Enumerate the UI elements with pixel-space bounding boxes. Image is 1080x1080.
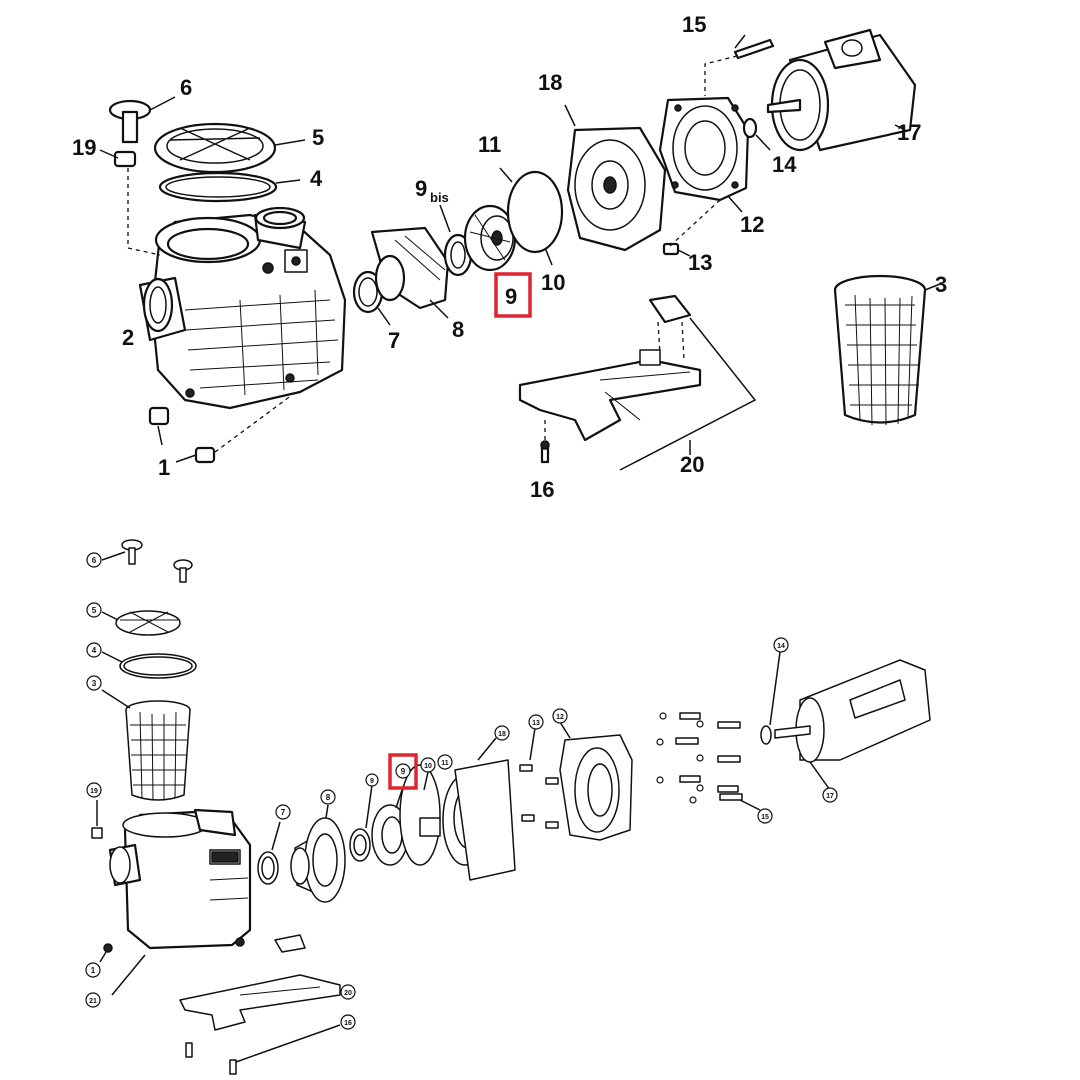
label-part-16: 16 [530, 477, 554, 502]
callout-19: 19 [90, 788, 98, 795]
top-exploded-view: 6 19 5 4 2 1 7 8 9 bis 11 10 9 18 15 14 … [72, 12, 947, 502]
label-part-4: 4 [310, 166, 323, 191]
label-part-14: 14 [772, 152, 797, 177]
highlight-box-callout-9 [388, 753, 418, 790]
base-drawing-small [179, 934, 345, 1075]
top-callout-labels: 6 19 5 4 2 1 7 8 9 bis 11 10 9 18 15 14 … [72, 12, 947, 502]
callout-10: 10 [424, 763, 432, 770]
diffuser-drawing [352, 226, 450, 326]
strainer-basket-drawing-small [101, 689, 191, 801]
lid-drawing-small [101, 610, 197, 679]
label-part-9: 9 [505, 284, 517, 309]
motor-drawing-small [656, 651, 931, 811]
callout-8: 8 [326, 793, 331, 802]
motor-bracket-drawing-small [519, 721, 633, 841]
label-part-7: 7 [388, 328, 400, 353]
label-part-3: 3 [935, 272, 947, 297]
callout-4: 4 [92, 646, 97, 655]
strainer-basket-drawing [833, 274, 941, 426]
impeller-drawing-small [349, 737, 516, 881]
diffuser-drawing-small [257, 804, 346, 903]
callout-18: 18 [498, 731, 506, 738]
callout-13: 13 [532, 720, 540, 727]
callout-5: 5 [92, 606, 97, 615]
base-drawing [518, 294, 757, 471]
callout-14: 14 [777, 643, 785, 650]
callout-17: 17 [826, 793, 834, 800]
label-part-5: 5 [312, 125, 324, 150]
label-part-12: 12 [740, 212, 764, 237]
drain-plug-drawing [148, 394, 293, 464]
highlight-box-part-9 [494, 272, 532, 318]
label-part-11: 11 [478, 132, 501, 157]
label-part-13: 13 [688, 250, 712, 275]
callout-1: 1 [91, 966, 96, 975]
impeller-drawing [439, 167, 564, 277]
label-part-10: 10 [541, 270, 565, 295]
callout-21: 21 [89, 998, 97, 1005]
label-part-9bis-suffix: bis [430, 190, 449, 205]
bottom-exploded-view: 6 5 4 3 19 1 21 7 8 9 9 10 11 [85, 539, 931, 1075]
pump-housing-drawing [138, 206, 347, 410]
label-part-1: 1 [158, 455, 170, 480]
label-part-8: 8 [452, 317, 464, 342]
callout-3: 3 [92, 679, 97, 688]
label-part-19: 19 [72, 135, 96, 160]
callout-6: 6 [92, 556, 97, 565]
bottom-callout-circles: 6 5 4 3 19 1 21 7 8 9 9 10 11 [85, 552, 838, 1030]
label-part-18: 18 [538, 70, 562, 95]
label-part-15: 15 [682, 12, 706, 37]
callout-16: 16 [344, 1020, 352, 1027]
callout-9a: 9 [370, 778, 374, 785]
callout-9: 9 [401, 767, 406, 776]
label-part-20: 20 [680, 452, 704, 477]
motor-bracket-drawing [658, 96, 750, 257]
callout-7: 7 [281, 808, 286, 817]
callout-15: 15 [761, 814, 769, 821]
motor-drawing [704, 28, 917, 152]
lid-assembly-drawing [99, 96, 306, 256]
label-part-9bis: 9 [415, 176, 427, 201]
label-part-6: 6 [180, 75, 192, 100]
callout-20: 20 [344, 990, 352, 997]
seal-plate-drawing [564, 104, 667, 252]
label-part-17: 17 [897, 120, 921, 145]
label-part-2: 2 [122, 325, 134, 350]
pump-housing-drawing-small [91, 800, 252, 996]
knob-drawing [101, 539, 193, 583]
callout-12: 12 [556, 714, 564, 721]
callout-11: 11 [441, 760, 449, 767]
